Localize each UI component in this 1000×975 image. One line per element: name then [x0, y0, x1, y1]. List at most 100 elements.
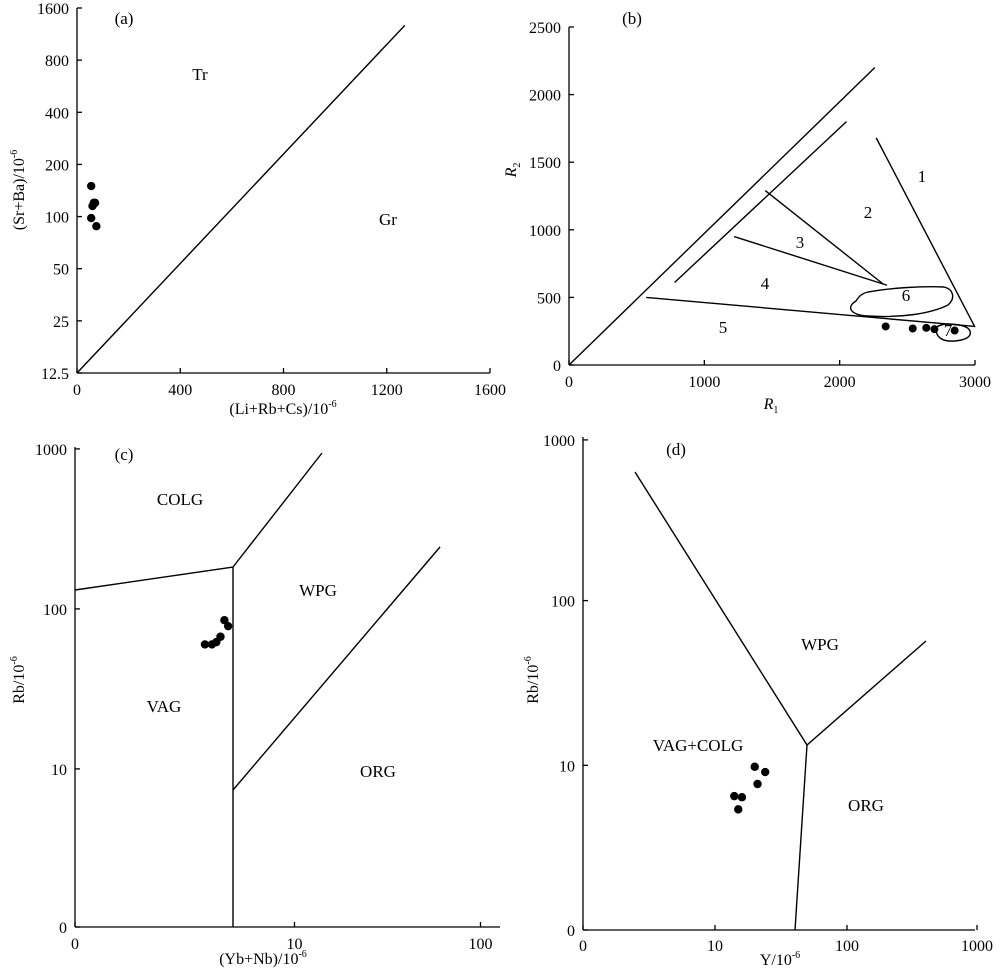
- x-tick-label: 1200: [371, 382, 403, 399]
- y-tick-label: 1000: [35, 442, 67, 459]
- x-tick-label: 1000: [688, 374, 720, 391]
- panel-label: (c): [115, 445, 134, 464]
- y-tick-label: 100: [551, 594, 575, 611]
- x-axis-title: R1: [763, 396, 779, 416]
- y-tick-label: 50: [53, 262, 69, 279]
- field-label: 2: [864, 203, 873, 222]
- field-label: 7: [944, 321, 953, 340]
- data-point: [930, 325, 939, 334]
- field-boundary: [634, 471, 927, 747]
- y-tick-label: 1000: [543, 433, 575, 450]
- x-tick-label: 100: [468, 936, 492, 953]
- x-tick-label: 0: [73, 382, 81, 399]
- field-label: 3: [796, 233, 805, 252]
- y-axis-title: Rb/10-6: [523, 656, 542, 703]
- data-point: [760, 767, 770, 777]
- y-tick-label: 25: [53, 314, 69, 331]
- y-tick-label: 400: [45, 105, 69, 122]
- data-point: [881, 322, 890, 331]
- field-6-outline: [849, 286, 954, 318]
- field-boundary: [232, 546, 441, 791]
- field-label: WPG: [299, 581, 337, 600]
- y-tick-label: 1000: [529, 223, 561, 240]
- y-tick-label: 12.5: [41, 366, 69, 383]
- data-point: [90, 198, 100, 208]
- field-label: 5: [719, 318, 728, 337]
- panel-a: 0 400 800 1200 1600 12.5 25 50 100 200 400 800 1600 (…: [9, 1, 506, 418]
- data-point: [220, 616, 229, 625]
- y-tick-label: 1600: [37, 1, 69, 18]
- data-point: [737, 793, 747, 802]
- field-label: ORG: [848, 796, 884, 815]
- x-tick-label: 0: [71, 936, 79, 953]
- field-boundary: [232, 452, 323, 568]
- data-point: [908, 324, 917, 333]
- x-tick-label: 0: [579, 938, 587, 955]
- x-tick-label: 10: [707, 938, 723, 955]
- data-point: [730, 791, 739, 801]
- field-7-outline: [935, 323, 972, 342]
- x-tick-label: 3000: [959, 374, 991, 391]
- field-boundary: [764, 190, 884, 285]
- panel-label: (a): [115, 9, 134, 28]
- data-point: [922, 323, 931, 332]
- y-axis-title: R2: [503, 163, 523, 179]
- y-tick-label: 100: [45, 210, 69, 227]
- field-boundary: [794, 744, 808, 931]
- panel-label: (d): [666, 440, 686, 459]
- y-tick-label: 0: [553, 358, 561, 375]
- y-tick-label: 2000: [529, 88, 561, 105]
- data-point: [223, 621, 233, 631]
- y-tick-label: 1500: [529, 155, 561, 172]
- x-tick-label: 1600: [474, 382, 506, 399]
- field-label: WPG: [801, 635, 839, 654]
- field-boundary: [674, 121, 847, 284]
- y-tick-label: 100: [43, 602, 67, 619]
- data-point: [216, 632, 225, 641]
- panel-label: (b): [622, 9, 642, 28]
- field-label: ORG: [360, 762, 396, 781]
- y-tick-label: 500: [537, 290, 561, 307]
- y-tick-label: 200: [45, 157, 69, 174]
- x-tick-label: 0: [565, 374, 573, 391]
- field-label: COLG: [157, 490, 203, 509]
- y-tick-label: 0: [567, 923, 575, 940]
- data-point: [200, 640, 210, 649]
- data-point: [734, 805, 743, 814]
- field-label: VAG+COLG: [653, 736, 744, 755]
- y-axis-title: Rb/10-6: [9, 656, 28, 703]
- data-point: [753, 779, 762, 789]
- field-label: 4: [761, 274, 770, 293]
- field-boundary: [875, 137, 976, 328]
- data-point: [92, 221, 101, 231]
- y-tick-label: 2500: [529, 20, 561, 37]
- x-tick-label: 1000: [961, 938, 993, 955]
- field-label: 6: [902, 286, 911, 305]
- y-tick-label: 10: [559, 758, 575, 775]
- field-boundary: [568, 67, 876, 366]
- field-boundary: [733, 235, 888, 286]
- x-tick-label: 400: [168, 382, 192, 399]
- field-boundary: [74, 566, 234, 927]
- field-boundary: [76, 24, 406, 374]
- data-point: [86, 181, 96, 191]
- y-tick-label: 0: [59, 920, 67, 937]
- x-axis-title: Y/10-6: [760, 950, 800, 969]
- field-label: 1: [918, 167, 927, 186]
- x-axis-title: (Yb+Nb)/10-6: [219, 949, 307, 968]
- x-tick-label: 2000: [824, 374, 856, 391]
- x-axis-title: (Li+Rb+Cs)/10-6: [229, 399, 336, 418]
- field-label: VAG: [147, 697, 182, 716]
- field-label: Gr: [379, 210, 397, 229]
- y-tick-label: 800: [45, 53, 69, 70]
- data-point: [950, 326, 959, 335]
- field-boundary: [646, 296, 976, 328]
- data-point: [750, 762, 759, 771]
- y-axis-title: (Sr+Ba)/10-6: [9, 150, 28, 230]
- data-point: [86, 213, 96, 223]
- y-tick-label: 10: [51, 762, 67, 779]
- x-tick-label: 800: [272, 382, 296, 399]
